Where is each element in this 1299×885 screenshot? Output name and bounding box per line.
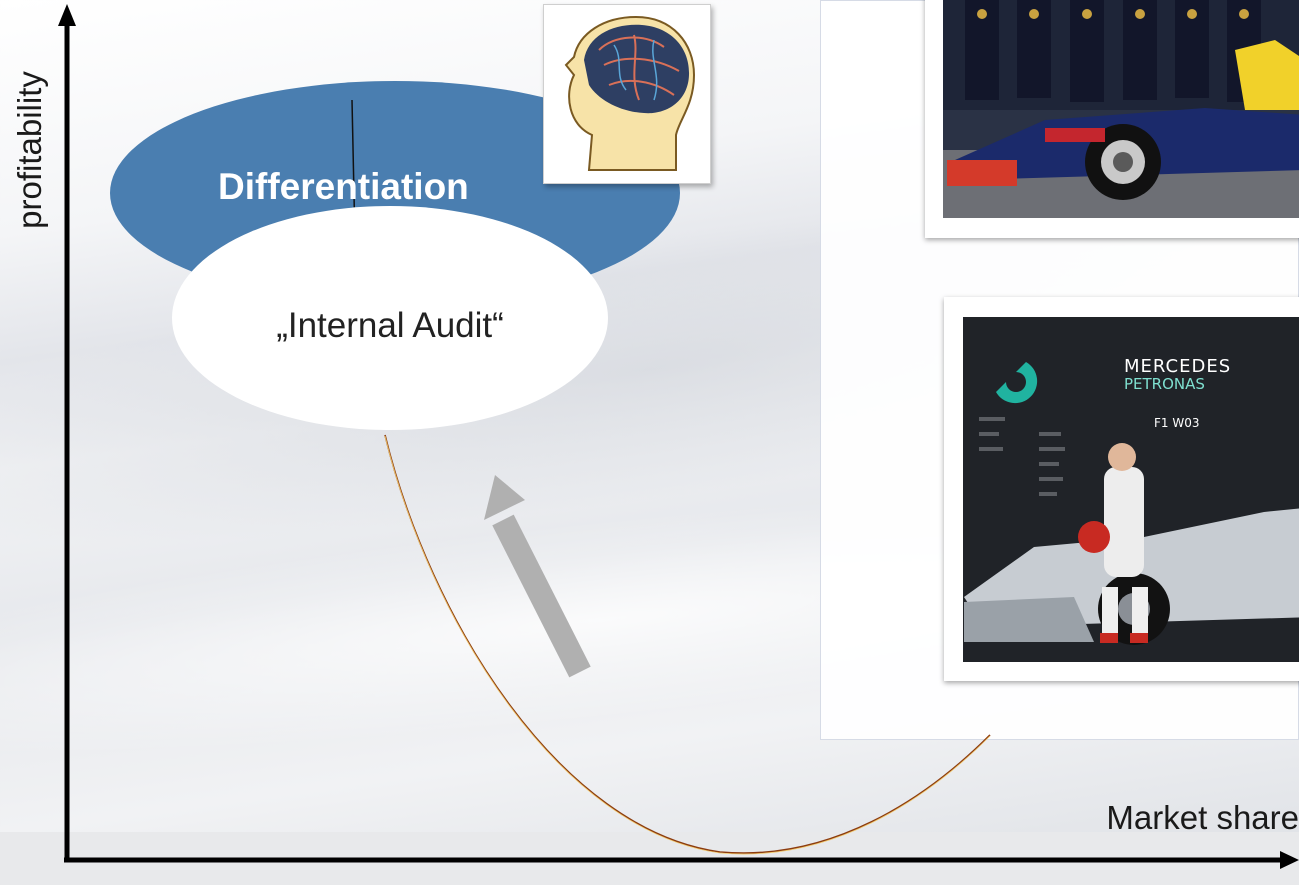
- internal-audit-label: „Internal Audit“: [276, 306, 504, 345]
- upward-arrow-shaft: [492, 514, 591, 678]
- x-axis-arrowhead: [1280, 851, 1299, 869]
- mercedes-text: MERCEDES: [1124, 356, 1231, 377]
- strategy-curve-highlight: [384, 435, 991, 855]
- mercedes-team-photo: MERCEDES PETRONAS F1 W03: [944, 297, 1299, 681]
- mercedes-photo-art: MERCEDES PETRONAS F1 W03: [963, 317, 1299, 662]
- y-axis-arrowhead: [58, 4, 76, 26]
- petronas-text: PETRONAS: [1124, 375, 1205, 393]
- upward-arrow-head: [484, 475, 525, 520]
- strategy-curve: [384, 434, 991, 854]
- x-axis-label: Market share: [1106, 799, 1299, 836]
- brain-icon: [564, 15, 696, 171]
- car-name-text: F1 W03: [1154, 416, 1200, 430]
- differentiation-label: Differentiation: [218, 166, 469, 207]
- internal-audit-ellipse: [172, 206, 608, 430]
- y-axis-label: profitability: [11, 71, 48, 229]
- brain-card: [543, 4, 711, 184]
- red-bull-team-photo: [925, 0, 1299, 238]
- red-bull-photo-art: [943, 0, 1299, 218]
